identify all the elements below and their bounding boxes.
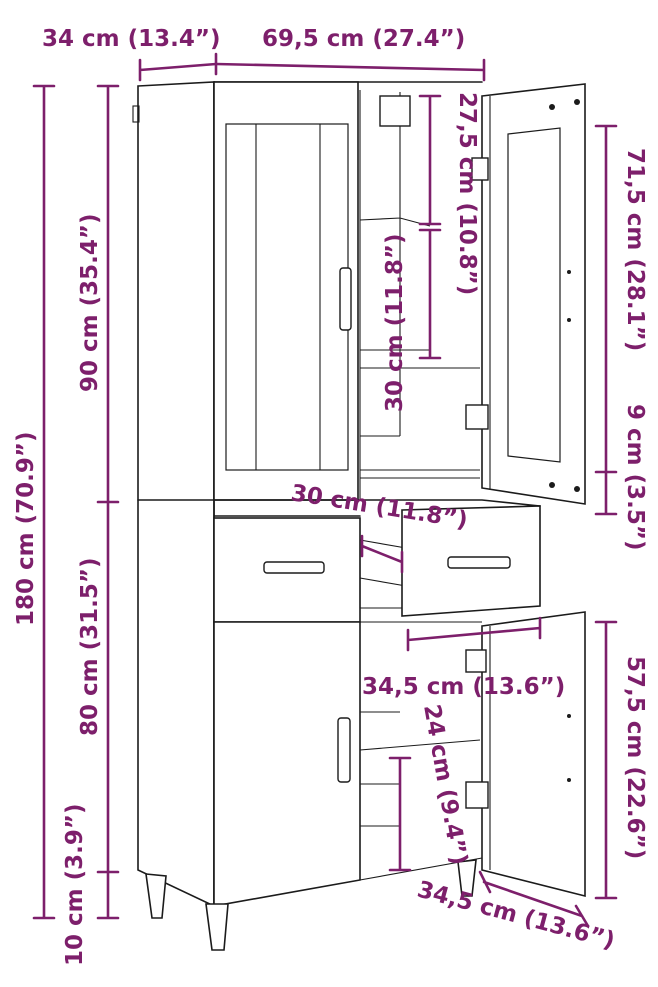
- glass-door-height-line: [594, 124, 618, 474]
- door-hole-2: [574, 99, 580, 105]
- left-drawer-handle: [263, 561, 325, 574]
- lower-interior: [359, 621, 483, 881]
- upper-interior-back: [359, 90, 480, 500]
- lower-door-width-line: [478, 870, 590, 928]
- leg-left-front: [145, 873, 167, 919]
- label-drawer-width: 34,5 cm (13.6”): [362, 674, 565, 700]
- upper-right-glass-pane: [507, 127, 561, 463]
- upper-hinge-bottom: [465, 404, 489, 430]
- drawer-front-height-line: [594, 470, 618, 516]
- label-upper-height: 90 cm (35.4”): [77, 213, 103, 392]
- lower-door-height-line: [594, 620, 618, 900]
- side-hinge-mark: [132, 105, 140, 123]
- drawer-row-frame: [213, 499, 541, 517]
- dimension-lines: [32, 52, 618, 928]
- lower-hinge-bottom: [465, 781, 489, 809]
- label-upper-shelf-gap: 27,5 cm (10.8”): [454, 92, 480, 295]
- door-hole-3: [549, 482, 555, 488]
- door-hole-5: [567, 270, 571, 274]
- left-side-panel: [137, 81, 215, 908]
- open-drawer-box: [359, 539, 407, 609]
- label-lower-compartment: 24 cm (9.4”): [418, 703, 472, 868]
- leg-front: [205, 903, 229, 951]
- open-drawer-handle: [447, 556, 511, 569]
- label-glass-door-height: 71,5 cm (28.1”): [622, 148, 648, 351]
- label-upper-compartment: 30 cm (11.8”): [382, 233, 408, 412]
- label-lower-door-height: 57,5 cm (22.6”): [622, 656, 648, 859]
- top-hinge-plate: [379, 95, 411, 127]
- label-total-height: 180 cm (70.9”): [13, 431, 39, 626]
- door-hole-6: [567, 318, 571, 322]
- cabinet-drawing: [132, 81, 586, 951]
- door-hole-1: [549, 104, 555, 110]
- upper-compartment-line: [418, 228, 442, 360]
- lower-left-door-handle: [337, 717, 351, 783]
- label-drawer-front-height: 9 cm (3.5”): [622, 404, 648, 551]
- lower-compartment-line: [388, 756, 412, 872]
- upper-left-glass-pane: [225, 123, 349, 471]
- total-height-line: [32, 84, 56, 920]
- label-width-top: 69,5 cm (27.4”): [262, 26, 465, 52]
- upper-hinge-top: [471, 157, 489, 181]
- drawer-width-line: [406, 616, 542, 652]
- door-hole-4: [574, 486, 580, 492]
- upper-shelf-gap-line: [418, 94, 442, 226]
- label-depth-top: 34 cm (13.4”): [42, 26, 221, 52]
- leg-right: [457, 859, 477, 897]
- width-top-line: [214, 58, 486, 82]
- label-leg-height-left: 10 cm (3.9”): [62, 803, 88, 966]
- glass-reflection-lines: [255, 124, 321, 470]
- label-lower-door-width: 34,5 cm (13.6”): [414, 877, 617, 955]
- leg-height-line: [96, 870, 120, 920]
- label-lower-height: 80 cm (31.5”): [77, 557, 103, 736]
- depth-top-line: [138, 52, 218, 82]
- upper-left-door-handle: [339, 267, 352, 331]
- lower-hinge-top: [465, 649, 487, 673]
- lower-door-hole-2: [567, 778, 571, 782]
- drawer-depth-line: [360, 534, 404, 574]
- lower-right-door: [481, 611, 586, 898]
- lower-door-hole-1: [567, 714, 571, 718]
